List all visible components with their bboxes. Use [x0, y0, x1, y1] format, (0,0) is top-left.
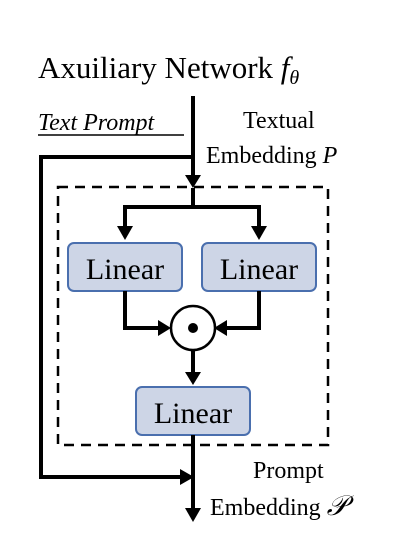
text-prompt-label: Text Prompt: [38, 110, 156, 136]
skip-connection-wire: [39, 155, 193, 479]
skip-connection-arrowhead: [180, 469, 194, 485]
left-branch-arrowhead: [117, 226, 133, 240]
linear-right-label: Linear: [220, 253, 298, 286]
right-branch-arrowhead: [251, 226, 267, 240]
title-text: Axuiliary Network: [38, 50, 281, 85]
textual-embedding-symbol: P: [322, 143, 338, 169]
right-to-operator-wire: [227, 291, 261, 330]
diagram-title: Axuiliary Network fθ: [38, 50, 299, 89]
textual-embedding-line1: Textual: [243, 108, 315, 134]
prompt-embedding-line2: Embedding 𝒫: [210, 491, 355, 522]
title-subscript: θ: [289, 67, 299, 89]
textual-embedding-line2: Embedding P: [206, 143, 338, 169]
linear-bottom-label: Linear: [154, 397, 232, 430]
left-to-operator-wire: [123, 291, 158, 330]
input-arrowhead: [185, 175, 201, 188]
operator-to-linear-arrowhead: [185, 372, 201, 385]
prompt-embedding-symbol: 𝒫: [327, 491, 355, 522]
prompt-embedding-line1: Prompt: [253, 458, 324, 484]
split-branch-wire: [123, 205, 261, 226]
linear-left-label: Linear: [86, 253, 164, 286]
output-arrowhead: [185, 508, 201, 522]
right-to-operator-arrowhead: [214, 320, 227, 336]
elementwise-product-operator: [169, 304, 217, 352]
left-to-operator-arrowhead: [158, 320, 171, 336]
